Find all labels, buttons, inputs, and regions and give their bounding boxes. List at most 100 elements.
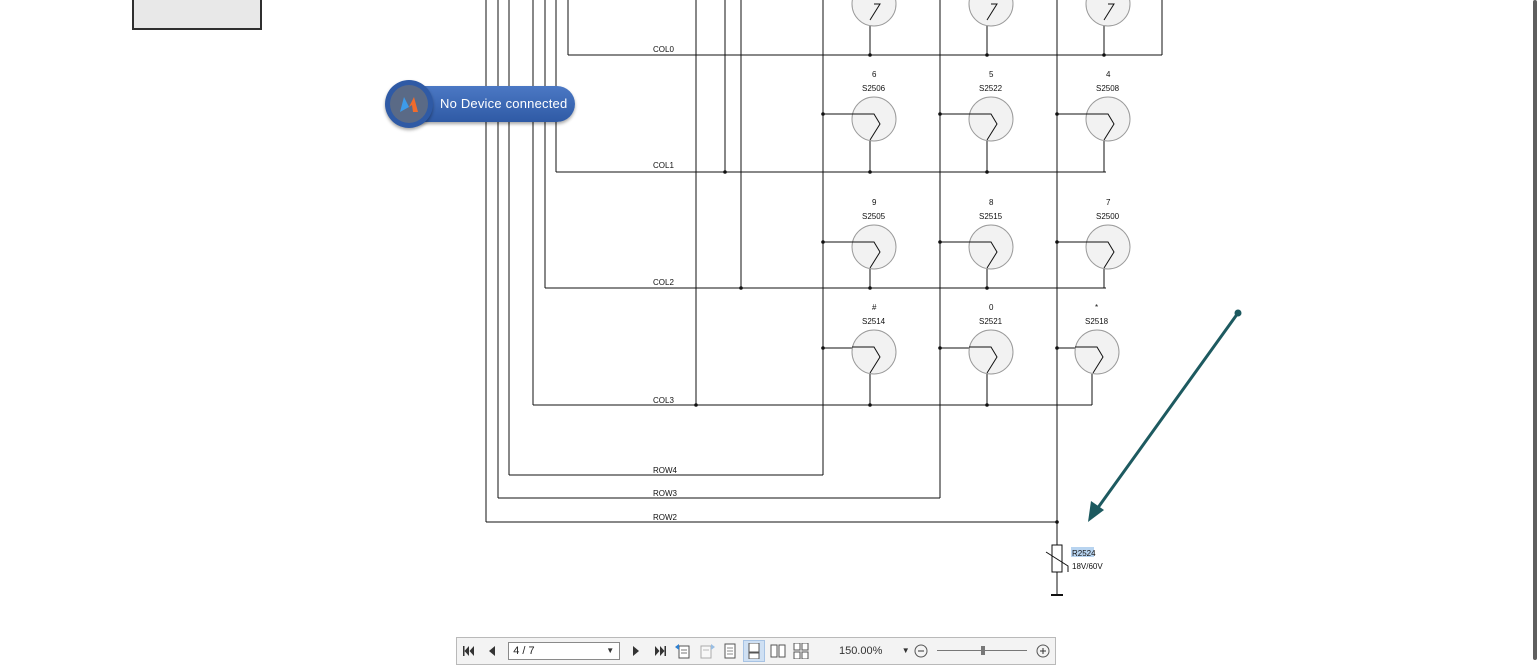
switch-ref: S2508: [1096, 84, 1120, 93]
continuous-page-icon: [748, 643, 760, 659]
zoom-level: 150.00%: [838, 645, 883, 657]
switch-ref: S2505: [862, 212, 886, 221]
next-page-icon: [632, 646, 639, 656]
key-switch-s2514: # S2514: [851, 303, 897, 375]
switch-contact: [1075, 346, 1104, 374]
resistor-r2524: R2524 18V/60V: [1045, 544, 1103, 596]
net-label-col3: COL3: [653, 396, 674, 405]
key-label: 8: [989, 198, 994, 207]
junction-dots: [694, 53, 1106, 524]
key-label: 7: [1106, 198, 1111, 207]
switch-body: [851, 329, 897, 375]
switch-contact: [969, 241, 998, 269]
zoom-in-icon: [1036, 644, 1050, 658]
previous-page-icon: [489, 646, 496, 656]
key-label: 9: [872, 198, 877, 207]
net-label-row2: ROW2: [653, 513, 678, 522]
device-logo: [385, 80, 433, 128]
partial-switches: [851, 0, 1131, 27]
switch-body: [1085, 96, 1131, 142]
switch-ref: S2506: [862, 84, 886, 93]
switch-ref: S2500: [1096, 212, 1120, 221]
switch-contact: [969, 346, 998, 374]
switch-ref: S2518: [1085, 317, 1109, 326]
key-label: 0: [989, 303, 994, 312]
schematic-wires: [485, 0, 1163, 594]
two-page-icon: [770, 644, 786, 658]
zoom-out-icon: [914, 644, 928, 658]
switch-body: [851, 96, 897, 142]
zoom-out-button[interactable]: [911, 640, 933, 662]
page-indicator: 4 / 7: [513, 645, 535, 657]
switch-contact: [852, 113, 881, 141]
page-thumbnail-frame[interactable]: [132, 0, 262, 30]
key-label: 5: [989, 70, 994, 79]
switch-contact: [852, 346, 881, 374]
switch-contact: [969, 113, 998, 141]
switch-ref: S2522: [979, 84, 1003, 93]
zoom-dropdown-icon[interactable]: ▼: [901, 646, 910, 655]
first-page-icon: [462, 646, 474, 656]
first-page-button[interactable]: [458, 640, 480, 662]
net-label-col1: COL1: [653, 161, 674, 170]
last-page-icon: [654, 646, 666, 656]
switch-body: [968, 96, 1014, 142]
resistor-value: 18V/60V: [1072, 562, 1103, 571]
switch-body: [1074, 329, 1120, 375]
next-page-button[interactable]: [625, 640, 647, 662]
continuous-page-button[interactable]: [743, 640, 765, 662]
switch-contact: [1086, 113, 1115, 141]
viewer-toolbar: 4 / 7 ▼: [456, 637, 1056, 665]
zoom-slider[interactable]: [937, 642, 1028, 660]
switch-contact: [1086, 241, 1115, 269]
annotation-arrow[interactable]: [1088, 309, 1242, 523]
net-label-col2: COL2: [653, 278, 674, 287]
net-label-row4: ROW4: [653, 466, 678, 475]
zoom-slider-thumb[interactable]: [981, 646, 986, 655]
switch-ref: S2514: [862, 317, 886, 326]
net-labels: COL0 COL1 COL2 COL3 ROW4 ROW3 ROW2: [653, 45, 678, 522]
key-label: *: [1095, 303, 1098, 312]
key-switch-s2518: * S2518: [1074, 303, 1120, 375]
page-number-input[interactable]: 4 / 7 ▼: [508, 642, 621, 660]
scrollbar-thumb[interactable]: [1533, 0, 1537, 660]
navigate-back-button[interactable]: [672, 640, 694, 662]
navigate-forward-icon: [700, 644, 715, 659]
last-page-button[interactable]: [649, 640, 671, 662]
net-label-col0: COL0: [653, 45, 674, 54]
zoom-in-button[interactable]: [1032, 640, 1054, 662]
net-label-row3: ROW3: [653, 489, 678, 498]
two-page-button[interactable]: [767, 640, 789, 662]
device-status-badge[interactable]: No Device connected: [385, 80, 585, 130]
key-label: #: [872, 303, 877, 312]
switch-contact: [852, 241, 881, 269]
page-dropdown-icon[interactable]: ▼: [606, 646, 615, 655]
switch-body: [968, 224, 1014, 270]
switch-body: [1085, 224, 1131, 270]
device-status-label: No Device connected: [440, 96, 568, 111]
arrow-handle[interactable]: [1234, 309, 1242, 317]
device-logo-icon: [400, 97, 418, 112]
navigate-back-icon: [675, 644, 690, 659]
navigate-forward-button[interactable]: [696, 640, 718, 662]
two-page-continuous-button[interactable]: [790, 640, 812, 662]
device-status-pill: [405, 86, 575, 122]
switch-ref: S2515: [979, 212, 1003, 221]
zoom-level-select[interactable]: 150.00% ▼: [839, 642, 910, 660]
resistor-ref: R2524: [1072, 549, 1096, 558]
single-page-icon: [724, 643, 736, 659]
switch-body: [851, 224, 897, 270]
key-label: 6: [872, 70, 877, 79]
previous-page-button[interactable]: [482, 640, 504, 662]
two-page-continuous-icon: [793, 643, 809, 659]
single-page-button[interactable]: [720, 640, 742, 662]
